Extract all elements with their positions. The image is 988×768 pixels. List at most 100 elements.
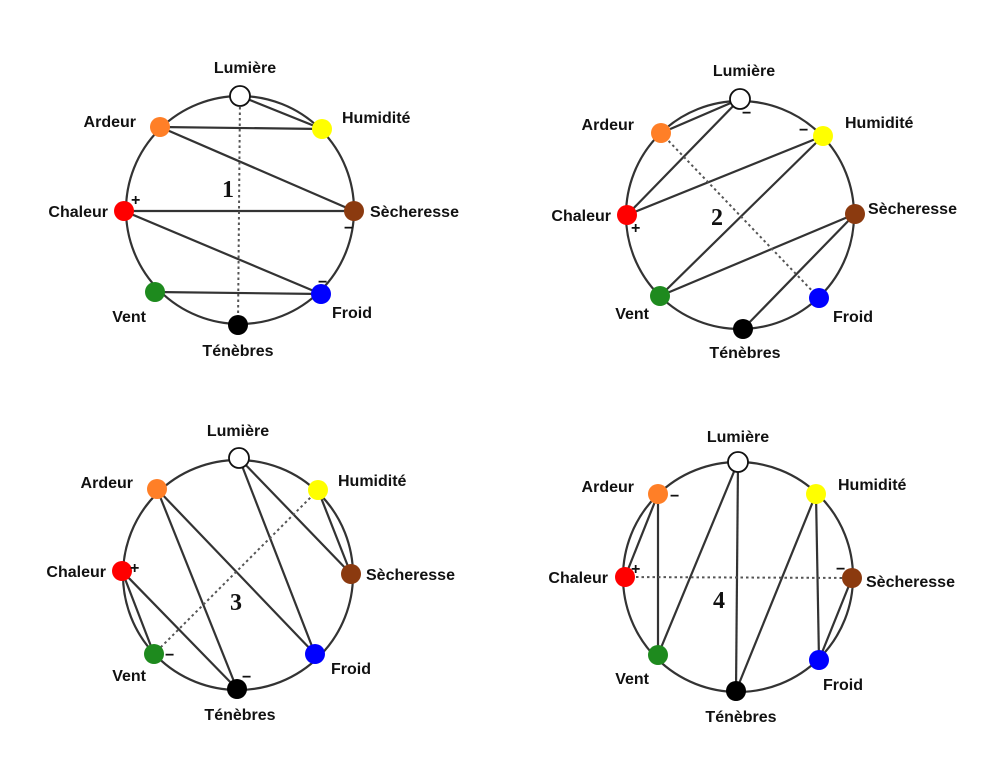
label-vent: Vent	[112, 668, 146, 685]
diagram-number: 4	[713, 588, 725, 614]
label-tenebres: Ténèbres	[204, 707, 275, 724]
sign-lumiere: −	[742, 105, 751, 122]
node-froid	[809, 288, 829, 308]
label-vent: Vent	[615, 306, 649, 323]
label-chaleur: Chaleur	[46, 564, 106, 581]
node-chaleur	[114, 201, 134, 221]
sign-humidite: −	[799, 122, 808, 139]
label-tenebres: Ténèbres	[709, 345, 780, 362]
edge-chaleur-vent	[120, 570, 156, 655]
node-humidite	[312, 119, 332, 139]
sign-secheresse: −	[836, 561, 845, 578]
label-lumiere: Lumière	[707, 429, 769, 446]
sign-chaleur: +	[130, 560, 139, 577]
label-chaleur: Chaleur	[548, 570, 608, 587]
label-ardeur: Ardeur	[84, 114, 136, 131]
node-ardeur	[147, 479, 167, 499]
node-tenebres	[733, 319, 753, 339]
node-chaleur	[112, 561, 132, 581]
node-lumiere	[228, 447, 250, 469]
sign-secheresse: −	[344, 220, 353, 237]
diagram-2: LumièreHumiditéSècheresseFroidTénèbresVe…	[551, 63, 957, 362]
label-secheresse: Sècheresse	[866, 574, 955, 591]
diagram-number: 2	[711, 205, 723, 231]
node-ardeur	[150, 117, 170, 137]
node-froid	[809, 650, 829, 670]
label-ardeur: Ardeur	[582, 117, 634, 134]
edge-lumiere-froid	[237, 457, 317, 655]
node-humidite	[308, 480, 328, 500]
node-secheresse	[842, 568, 862, 588]
node-lumiere	[229, 85, 251, 107]
label-ardeur: Ardeur	[582, 479, 634, 496]
node-froid	[311, 284, 331, 304]
edge-secheresse-froid	[817, 577, 854, 661]
label-secheresse: Sècheresse	[868, 201, 957, 218]
edge-lumiere-secheresse	[238, 457, 352, 575]
label-lumiere: Lumière	[214, 60, 276, 77]
edge-chaleur-tenebres	[121, 570, 238, 690]
node-secheresse	[341, 564, 361, 584]
label-secheresse: Sècheresse	[366, 567, 455, 584]
edge-humidite-chaleur	[626, 134, 824, 217]
edge-ardeur-humidite	[159, 125, 323, 131]
dotted-edge-humidite-vent	[153, 489, 319, 655]
sign-chaleur: +	[631, 561, 640, 578]
dotted-edge-chaleur-secheresse	[624, 576, 853, 579]
label-humidite: Humidité	[838, 477, 907, 494]
diagram-4: LumièreHumiditéSècheresseFroidTénèbresVe…	[548, 429, 955, 726]
node-lumiere	[727, 451, 749, 473]
label-froid: Froid	[332, 305, 372, 322]
diagram-number: 1	[222, 177, 234, 203]
label-chaleur: Chaleur	[48, 204, 108, 221]
label-tenebres: Ténèbres	[202, 343, 273, 360]
node-vent	[145, 282, 165, 302]
label-froid: Froid	[833, 309, 873, 326]
sign-chaleur: +	[131, 192, 140, 209]
node-secheresse	[845, 204, 865, 224]
sign-froid: −	[318, 274, 327, 291]
edge-humidite-secheresse	[316, 489, 353, 575]
label-froid: Froid	[331, 661, 371, 678]
node-tenebres	[726, 681, 746, 701]
diagram-number: 3	[230, 590, 242, 616]
node-vent	[650, 286, 670, 306]
edge-vent-froid	[154, 290, 322, 296]
label-ardeur: Ardeur	[81, 475, 133, 492]
sign-vent: −	[165, 647, 174, 664]
node-vent	[648, 645, 668, 665]
edge-lumiere-humidite	[239, 94, 323, 131]
node-vent	[144, 644, 164, 664]
edge-secheresse-vent	[659, 212, 856, 298]
edge-lumiere-ardeur	[660, 97, 741, 135]
label-secheresse: Sècheresse	[370, 204, 459, 221]
label-vent: Vent	[615, 671, 649, 688]
node-froid	[305, 644, 325, 664]
edge-ardeur-chaleur	[623, 493, 660, 578]
node-chaleur	[615, 567, 635, 587]
node-secheresse	[344, 201, 364, 221]
edge-chaleur-froid	[123, 209, 322, 296]
label-chaleur: Chaleur	[551, 208, 611, 225]
label-vent: Vent	[112, 309, 146, 326]
sign-tenebres: −	[242, 669, 251, 686]
node-tenebres	[228, 315, 248, 335]
edge-humidite-tenebres	[734, 493, 818, 692]
node-chaleur	[617, 205, 637, 225]
label-humidite: Humidité	[338, 473, 407, 490]
node-humidite	[813, 126, 833, 146]
node-ardeur	[648, 484, 668, 504]
edge-lumiere-vent	[656, 461, 740, 656]
sign-ardeur: −	[670, 488, 679, 505]
edge-ardeur-secheresse	[159, 125, 355, 213]
edge-lumiere-chaleur	[626, 98, 741, 216]
node-tenebres	[227, 679, 247, 699]
edge-secheresse-tenebres	[742, 213, 856, 330]
label-lumiere: Lumière	[713, 63, 775, 80]
node-humidite	[806, 484, 826, 504]
edge-ardeur-tenebres	[155, 488, 239, 690]
label-humidite: Humidité	[342, 110, 411, 127]
label-froid: Froid	[823, 677, 863, 694]
